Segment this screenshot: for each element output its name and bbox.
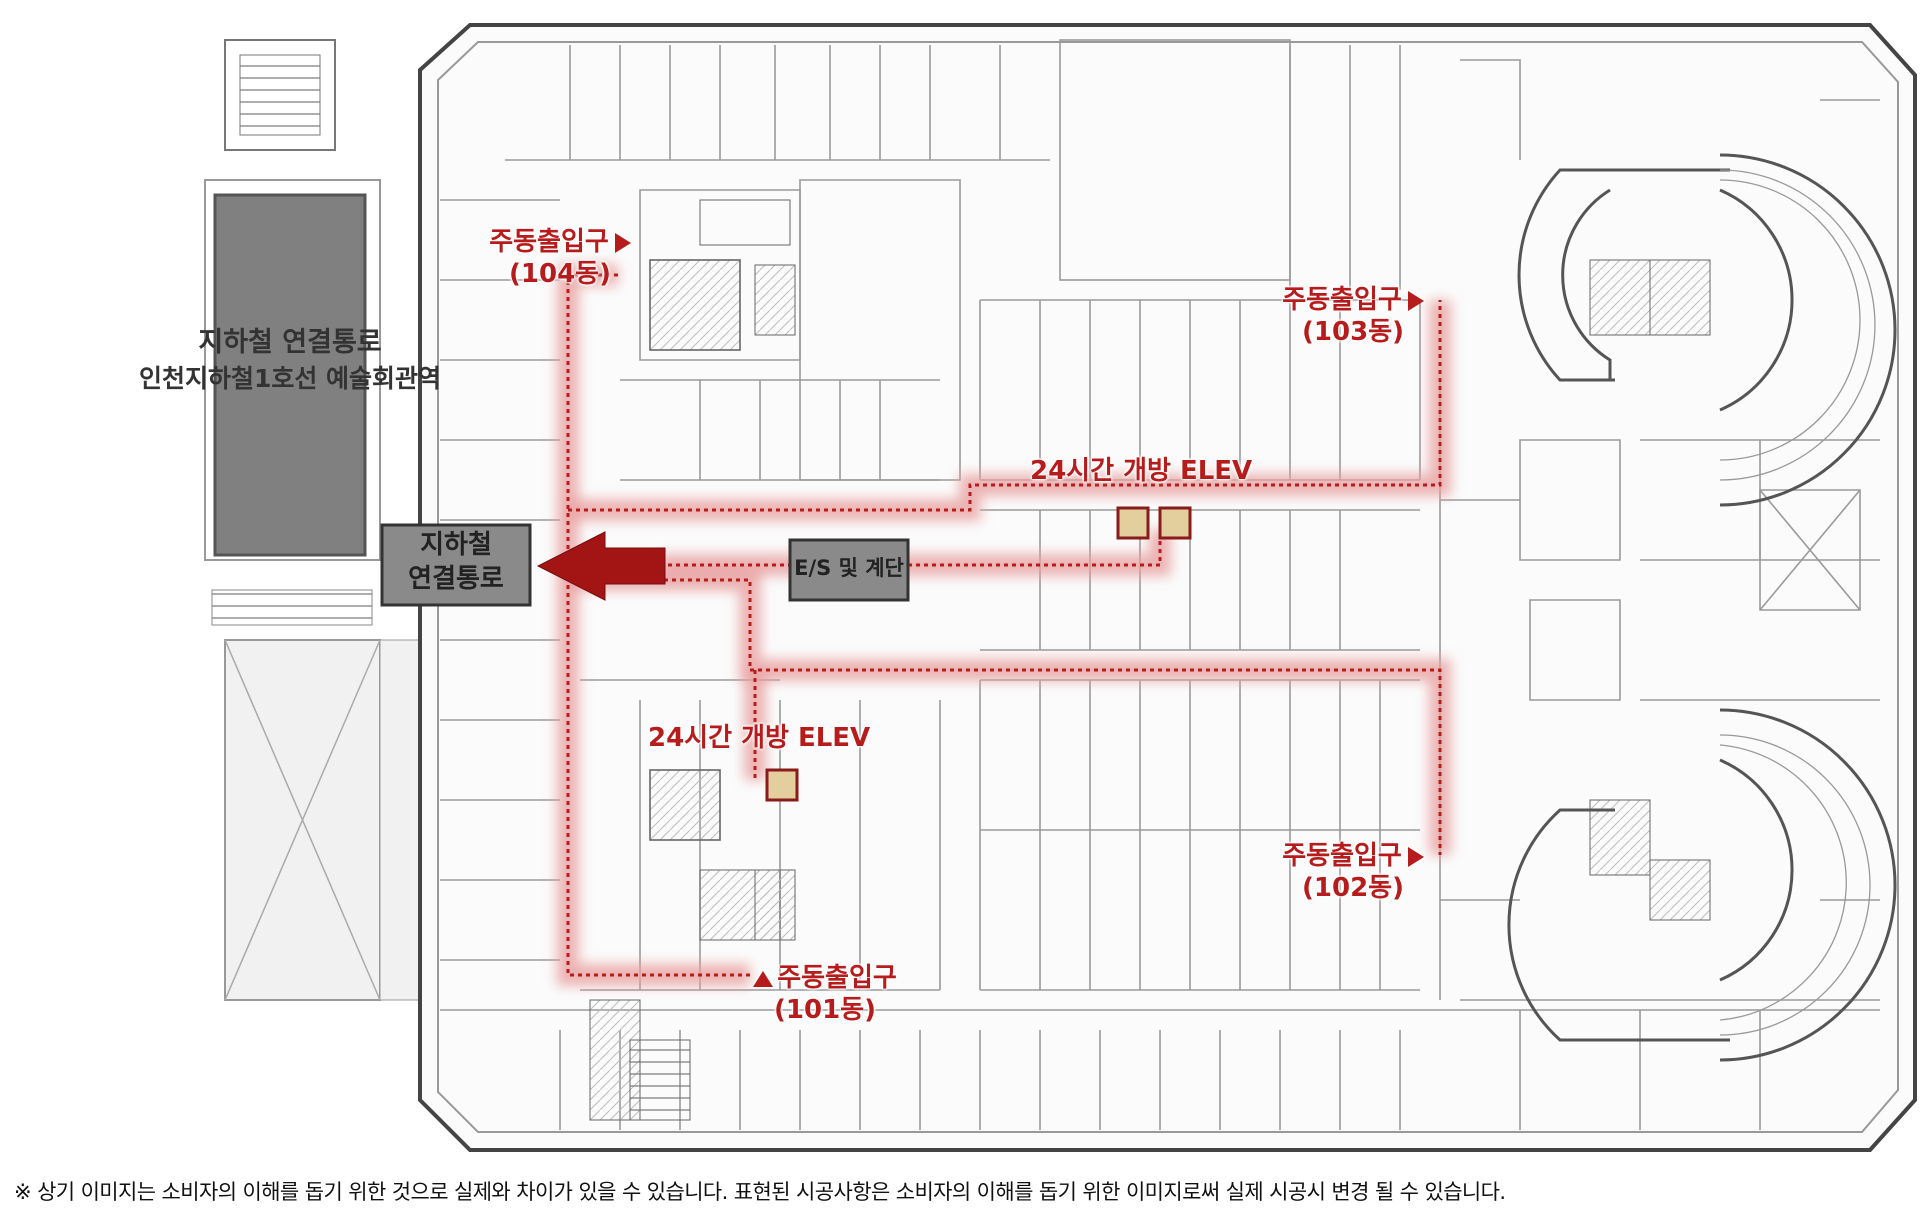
- triangle-right-icon: [1407, 846, 1424, 867]
- elev-24h-label-top: 24시간 개방 ELEV: [1030, 456, 1253, 486]
- subway-passage-label: 지하철 연결통로: [408, 530, 504, 594]
- entrance-102: 주동출입구 (102동): [1248, 840, 1458, 904]
- disclaimer-footnote: ※ 상기 이미지는 소비자의 이해를 돕기 위한 것으로 실제와 차이가 있을 …: [14, 1180, 1506, 1204]
- route-dotted: [566, 273, 1442, 977]
- parking-grid: [440, 39, 1880, 1130]
- elevator-24h-markers: [765, 506, 1192, 802]
- entrance-103: 주동출입구 (103동): [1248, 284, 1458, 348]
- subway-station-block: [213, 193, 367, 557]
- elevator-marker: [1116, 506, 1150, 540]
- entrance-101: 주동출입구 (101동): [725, 962, 925, 1026]
- triangle-right-icon: [614, 232, 631, 253]
- escalator-stairs-box: [788, 538, 910, 602]
- escalator-label: E/S 및 계단: [794, 556, 904, 580]
- elevator-marker: [1158, 506, 1192, 540]
- triangle-up-icon: [753, 970, 774, 987]
- subway-passage-box: [380, 523, 532, 607]
- entrance-104: 주동출입구 (104동): [455, 226, 665, 290]
- subway-line-name: 인천지하철1호선 예술회관역: [138, 364, 442, 393]
- building-cores: [589, 199, 1711, 1121]
- elevator-marker: [765, 768, 799, 802]
- route-arrow-icon: [536, 531, 666, 601]
- curved-ramps: [1507, 153, 1897, 1062]
- elev-24h-label-bottom: 24시간 개방 ELEV: [648, 723, 871, 753]
- subway-station-label: 지하철 연결통로 인천지하철1호선 예술회관역: [90, 325, 490, 397]
- subway-station-title: 지하철 연결통로: [198, 327, 382, 358]
- ramp-lanes: [1719, 169, 1876, 1036]
- triangle-right-icon: [1407, 290, 1424, 311]
